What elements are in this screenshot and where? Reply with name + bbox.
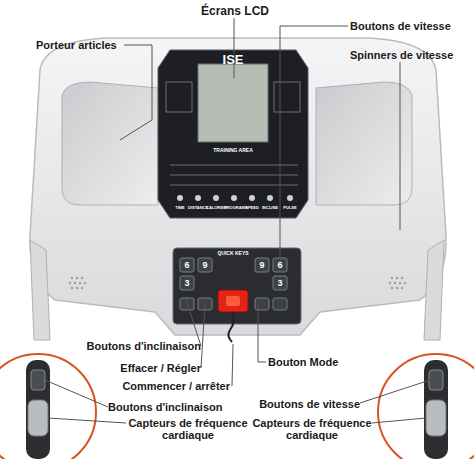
panel-text: DISTANCE xyxy=(188,205,208,211)
part-label: Capteurs de fréquence cardiaque xyxy=(126,417,250,441)
keypad-panel xyxy=(173,248,301,324)
left-grip xyxy=(26,360,50,459)
panel-text: SPEED xyxy=(242,205,262,211)
zoom-circle-left xyxy=(0,354,96,459)
right-pulse-sensor xyxy=(426,400,446,436)
start-button-face xyxy=(226,296,240,306)
brand-logo: ISE xyxy=(200,52,266,67)
part-label: Boutons de vitesse xyxy=(350,20,472,32)
key-number: 9 xyxy=(255,260,269,271)
panel-icons xyxy=(177,195,293,201)
safety-cord xyxy=(228,312,234,342)
panel-text: PULSE xyxy=(280,205,300,211)
leader-lines xyxy=(45,18,430,423)
part-label: Écrans LCD xyxy=(190,4,280,18)
panel-text: TRAINING AREA xyxy=(198,147,268,154)
part-label: Commencer / arrêter xyxy=(100,380,230,392)
key-number: 3 xyxy=(273,278,287,289)
part-label: Effacer / Régler xyxy=(96,362,201,374)
key-number: 9 xyxy=(198,260,212,271)
part-label: Boutons d'inclinaison xyxy=(76,340,201,352)
key-number: 3 xyxy=(180,278,194,289)
panel-text: TIME xyxy=(170,205,190,211)
console-frame xyxy=(30,38,446,335)
right-tray xyxy=(316,82,412,205)
part-label: Boutons d'inclinaison xyxy=(108,401,238,413)
panel-text: QUICK KEYS xyxy=(204,250,262,257)
part-label: Capteurs de fréquence cardiaque xyxy=(250,417,374,441)
key-number: 6 xyxy=(180,260,194,271)
right-grip-buttons xyxy=(429,370,443,390)
panel-text: CALORIES xyxy=(206,205,226,211)
left-arm xyxy=(30,240,50,340)
right-arm xyxy=(424,240,444,340)
start-stop-button xyxy=(218,290,248,312)
left-tray xyxy=(62,82,158,205)
left-pulse-sensor xyxy=(28,400,48,436)
zoom-circle-right xyxy=(378,354,474,459)
part-label: Boutons de vitesse xyxy=(240,398,360,410)
part-label: Porteur articles xyxy=(36,39,124,51)
keypad-keys xyxy=(180,258,287,310)
right-grip xyxy=(424,360,448,459)
panel-text: PROGRAMS xyxy=(224,205,244,211)
part-label: Bouton Mode xyxy=(268,356,358,368)
panel-text: INCLINE xyxy=(260,205,280,211)
key-number: 6 xyxy=(273,260,287,271)
left-grip-buttons xyxy=(31,370,45,390)
part-label: Spinners de vitesse xyxy=(350,49,472,61)
display-panel xyxy=(158,50,308,218)
lcd-screen xyxy=(198,64,268,142)
